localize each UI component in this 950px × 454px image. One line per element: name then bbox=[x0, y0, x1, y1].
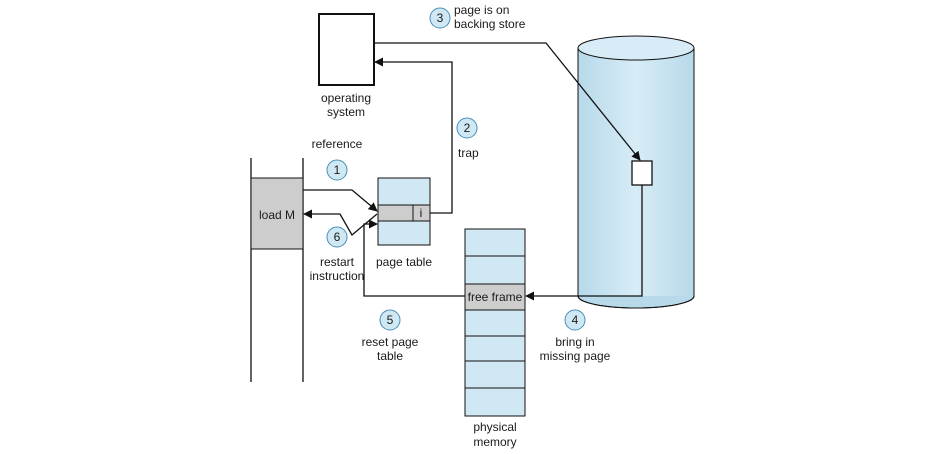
step-6-circle bbox=[326, 226, 348, 248]
load-m-instruction bbox=[250, 177, 304, 250]
arrow-restart-instruction bbox=[303, 209, 378, 236]
backing-store-cylinder bbox=[577, 35, 695, 309]
page-on-disk bbox=[631, 160, 653, 186]
arrow-reset-page-table bbox=[363, 219, 465, 297]
os-label-line2: system bbox=[327, 105, 365, 119]
physical-memory-label-line2: memory bbox=[473, 435, 516, 449]
step-6-number: 6 bbox=[334, 230, 341, 244]
bring-label-line1: bring in bbox=[555, 335, 594, 349]
backing-store-label-line2: backing store bbox=[454, 17, 526, 31]
page-table-label: page table bbox=[376, 255, 432, 269]
arrow-page-on-backing-store bbox=[375, 42, 641, 161]
bring-label-line2: missing page bbox=[540, 349, 611, 363]
physical-memory-label-line1: physical bbox=[473, 420, 516, 434]
restart-label-line1: restart bbox=[320, 255, 355, 269]
step-1-number: 1 bbox=[334, 163, 341, 177]
step-3-circle bbox=[429, 7, 451, 29]
reset-label-line2: table bbox=[377, 349, 403, 363]
step-4-number: 4 bbox=[572, 313, 579, 327]
page-table bbox=[377, 177, 431, 246]
physical-memory bbox=[464, 228, 526, 417]
arrow-trap bbox=[374, 57, 453, 214]
step-3-number: 3 bbox=[437, 11, 444, 25]
step-4-circle bbox=[564, 309, 586, 331]
load-m-label: load M bbox=[259, 208, 295, 222]
os-label-line1: operating bbox=[321, 91, 371, 105]
step-5-circle bbox=[379, 309, 401, 331]
restart-label-line2: instruction bbox=[310, 269, 365, 283]
step-2-circle bbox=[456, 117, 478, 139]
trap-label: trap bbox=[458, 146, 479, 160]
arrow-reference bbox=[303, 189, 378, 212]
step-1-circle bbox=[326, 159, 348, 181]
backing-store-label-line1: page is on bbox=[454, 3, 509, 17]
reference-label: reference bbox=[312, 137, 363, 151]
step-2-number: 2 bbox=[464, 121, 471, 135]
step-5-number: 5 bbox=[387, 313, 394, 327]
arrow-bring-in-page bbox=[525, 185, 643, 301]
free-frame-label: free frame bbox=[468, 290, 523, 304]
operating-system-box bbox=[318, 13, 375, 86]
invalid-bit: i bbox=[420, 206, 423, 220]
reset-label-line1: reset page bbox=[362, 335, 419, 349]
